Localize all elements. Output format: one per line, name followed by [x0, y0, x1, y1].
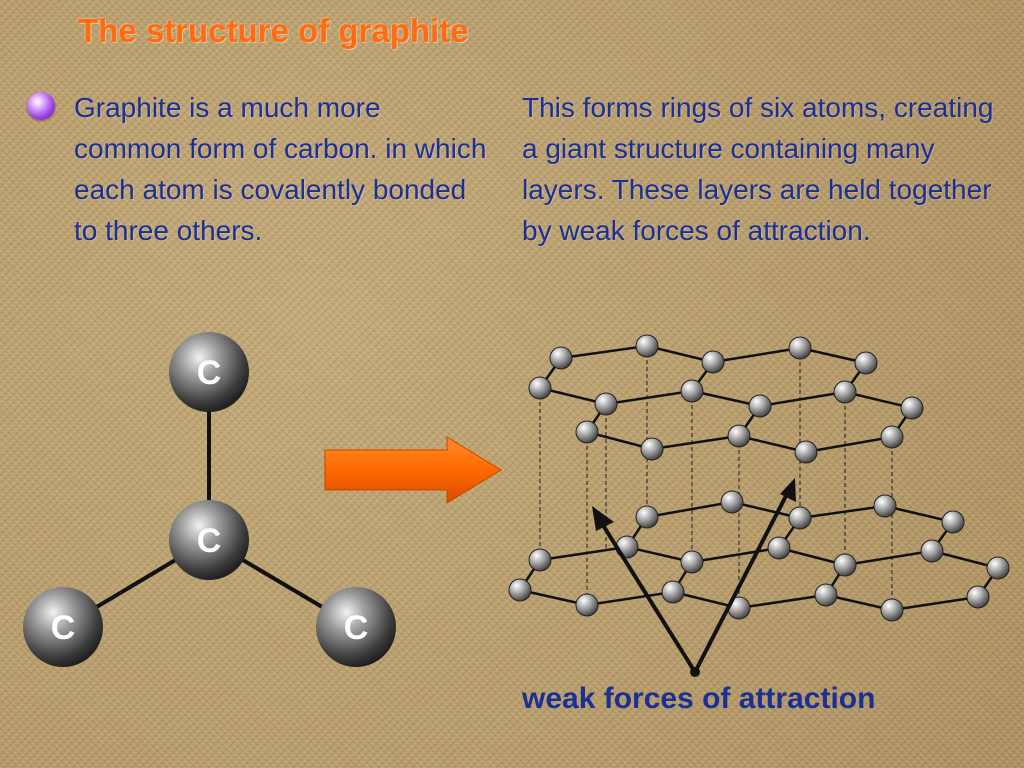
bottom-layer-atoms	[508, 490, 1010, 622]
svg-text:C: C	[344, 609, 369, 647]
atom-right: C	[316, 587, 396, 667]
svg-text:C: C	[51, 609, 76, 647]
pointer-arrows	[592, 478, 796, 677]
right-paragraph: This forms rings of six atoms, creating …	[522, 92, 994, 246]
top-layer-atoms	[528, 334, 924, 464]
right-arrow-icon	[324, 436, 502, 504]
interlayer-lines	[539, 346, 893, 610]
atom-top: C	[169, 332, 249, 412]
slide-title: The structure of graphite	[78, 12, 469, 49]
atom-left: C	[23, 587, 103, 667]
atom-center: C	[169, 500, 249, 580]
svg-text:C: C	[197, 522, 222, 560]
svg-text:C: C	[197, 354, 222, 392]
caption-weak-forces: weak forces of attraction	[522, 682, 876, 715]
bonding-diagram: C C C C	[23, 332, 396, 667]
left-paragraph: Graphite is a much more common form of c…	[74, 92, 487, 246]
graphite-structure	[508, 334, 1010, 677]
bullet-icon	[27, 92, 55, 120]
